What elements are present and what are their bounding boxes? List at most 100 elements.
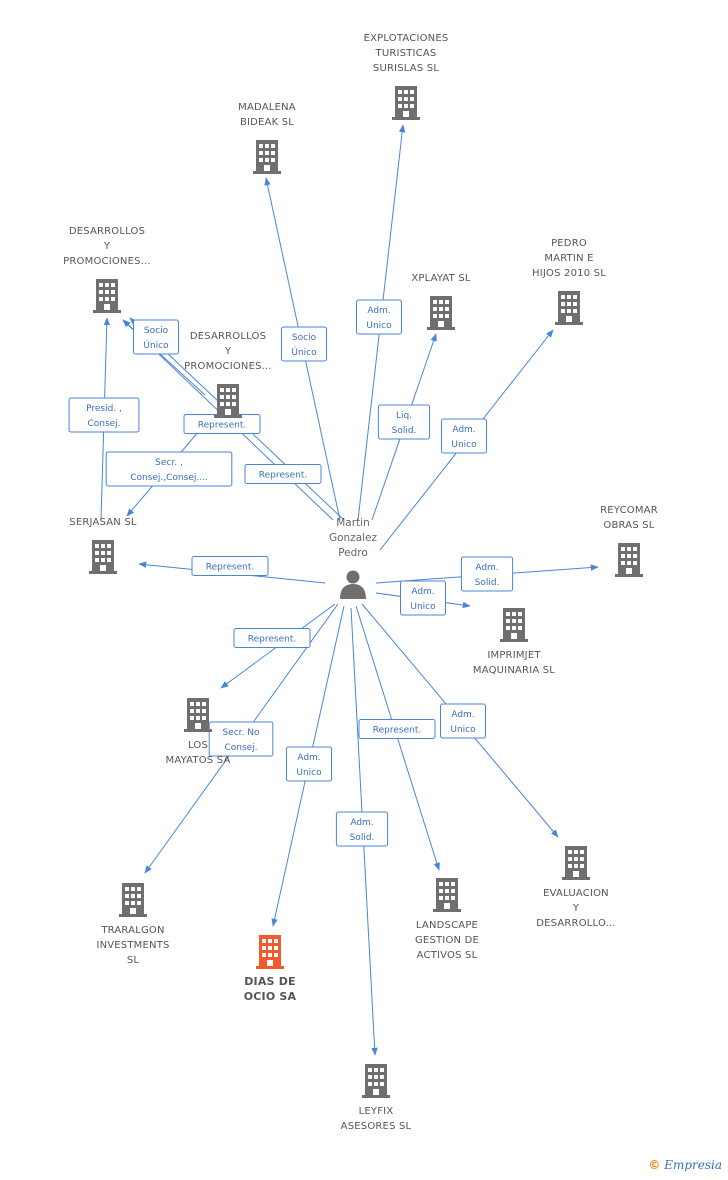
edge-label-text: Único bbox=[143, 339, 169, 351]
company-label: DESARROLLOS bbox=[190, 331, 266, 342]
company-label: LOS bbox=[188, 740, 208, 751]
edge-label-box bbox=[441, 418, 487, 454]
building-icon bbox=[93, 279, 121, 313]
edge-label-text: Solid. bbox=[350, 833, 375, 843]
edge-label-box bbox=[281, 326, 327, 362]
edge-label-text: Represent. bbox=[373, 726, 421, 736]
person-icon bbox=[346, 570, 360, 584]
company-label: BIDEAK SL bbox=[240, 117, 294, 128]
building-icon bbox=[615, 543, 643, 577]
building-icon bbox=[427, 296, 455, 330]
edge-label[interactable]: Liq. Solid. bbox=[377, 404, 431, 440]
company-label: PROMOCIONES... bbox=[63, 256, 151, 267]
edge-label-text: Solid. bbox=[392, 426, 417, 436]
edge-label-box bbox=[133, 319, 179, 355]
edge-label[interactable]: Adm.Solid. bbox=[335, 811, 389, 847]
edge-label[interactable]: Represent. bbox=[244, 464, 322, 484]
building-icon bbox=[253, 140, 281, 174]
company-label: DIAS DE bbox=[244, 975, 296, 988]
person-icon-body bbox=[340, 584, 366, 599]
company-label: DESARROLLOS bbox=[69, 226, 145, 237]
building-icon bbox=[392, 86, 420, 120]
company-label: Y bbox=[224, 346, 232, 357]
person-name: Pedro bbox=[338, 547, 368, 559]
edge-label-box bbox=[105, 451, 233, 487]
company-label: PROMOCIONES... bbox=[184, 361, 272, 372]
building-icon bbox=[500, 608, 528, 642]
edge-label[interactable]: Adm.Unico bbox=[356, 299, 402, 335]
edge-label[interactable]: Adm.Unico bbox=[400, 580, 446, 616]
building-icon bbox=[362, 1064, 390, 1098]
company-label: INVESTMENTS bbox=[96, 940, 169, 951]
company-node-xplayat[interactable]: XPLAYAT SL bbox=[411, 273, 471, 330]
edge-label-text: Represent. bbox=[206, 563, 254, 573]
building-icon bbox=[184, 698, 212, 732]
edge-label[interactable]: Adm.Unico bbox=[286, 746, 332, 782]
edge-label-box bbox=[335, 811, 389, 847]
company-node-evaluacion[interactable]: EVALUACIONYDESARROLLO... bbox=[536, 846, 616, 929]
company-label: ACTIVOS SL bbox=[417, 950, 478, 961]
edge-label-text: Presid. , bbox=[86, 404, 122, 414]
company-label: IMPRIMJET bbox=[487, 650, 541, 661]
edge-label-box bbox=[68, 397, 140, 433]
company-node-serjasan[interactable]: SERJASAN SL bbox=[69, 517, 137, 574]
edge-label-box bbox=[191, 556, 269, 576]
edge-label-box bbox=[356, 299, 402, 335]
company-label: XPLAYAT SL bbox=[411, 273, 471, 284]
building-icon bbox=[214, 384, 242, 418]
edge-label[interactable]: Secr. ,Consej.,Consej.... bbox=[105, 451, 233, 487]
company-label: PEDRO bbox=[551, 238, 587, 249]
company-node-desarrollos2[interactable]: DESARROLLOS Y PROMOCIONES... bbox=[184, 331, 272, 418]
edge-label[interactable]: Adm.Unico bbox=[441, 418, 487, 454]
company-label: ASESORES SL bbox=[341, 1121, 412, 1132]
building-icon bbox=[555, 291, 583, 325]
footer: © Empresia bbox=[648, 1158, 722, 1172]
edge-label[interactable]: Adm.Solid. bbox=[460, 556, 514, 592]
company-label: TURISTICAS bbox=[375, 48, 437, 59]
company-label: TRARALGON bbox=[100, 925, 164, 936]
company-node-desarrollos1[interactable]: DESARROLLOS Y PROMOCIONES... bbox=[63, 226, 151, 313]
edge-label-box bbox=[286, 746, 332, 782]
edge-label[interactable]: Represent. bbox=[191, 556, 269, 576]
company-label: EVALUACION bbox=[543, 888, 609, 899]
company-node-traralgon[interactable]: TRARALGON INVESTMENTS SL bbox=[96, 883, 169, 966]
edge-label[interactable]: Adm. Unico bbox=[440, 703, 486, 739]
edge-label-text: Represent. bbox=[248, 635, 296, 645]
company-label: MAQUINARIA SL bbox=[473, 665, 555, 676]
edge-label[interactable]: Represent. bbox=[233, 628, 311, 648]
company-label: SL bbox=[127, 955, 140, 966]
edge-label-text: Adm. bbox=[367, 306, 390, 316]
edge-label-text: Unico bbox=[296, 768, 322, 778]
company-label: SERJASAN SL bbox=[69, 517, 137, 528]
company-label: MARTIN E bbox=[544, 253, 593, 264]
edge-label-text: Liq. bbox=[396, 411, 412, 421]
edge-label-text: Unico bbox=[450, 725, 476, 735]
company-node-imprimjet[interactable]: IMPRIMJET MAQUINARIA SL bbox=[473, 608, 555, 676]
edge-label-box bbox=[244, 464, 322, 484]
edge-label-text: Adm. bbox=[475, 563, 498, 573]
company-label: Y bbox=[103, 241, 111, 252]
company-label: SURISLAS SL bbox=[373, 63, 439, 74]
company-label: GESTION DE bbox=[415, 935, 479, 946]
brand-logo[interactable]: Empresia bbox=[664, 1158, 722, 1172]
edge-label[interactable]: Represent. bbox=[358, 719, 436, 739]
edge-label-text: Adm. bbox=[451, 710, 474, 720]
edge-label-text: Represent. bbox=[259, 471, 307, 481]
company-label: Y bbox=[572, 903, 580, 914]
edge-label[interactable]: Presid. ,Consej. bbox=[68, 397, 140, 433]
edge-label-text: Único bbox=[291, 346, 317, 358]
